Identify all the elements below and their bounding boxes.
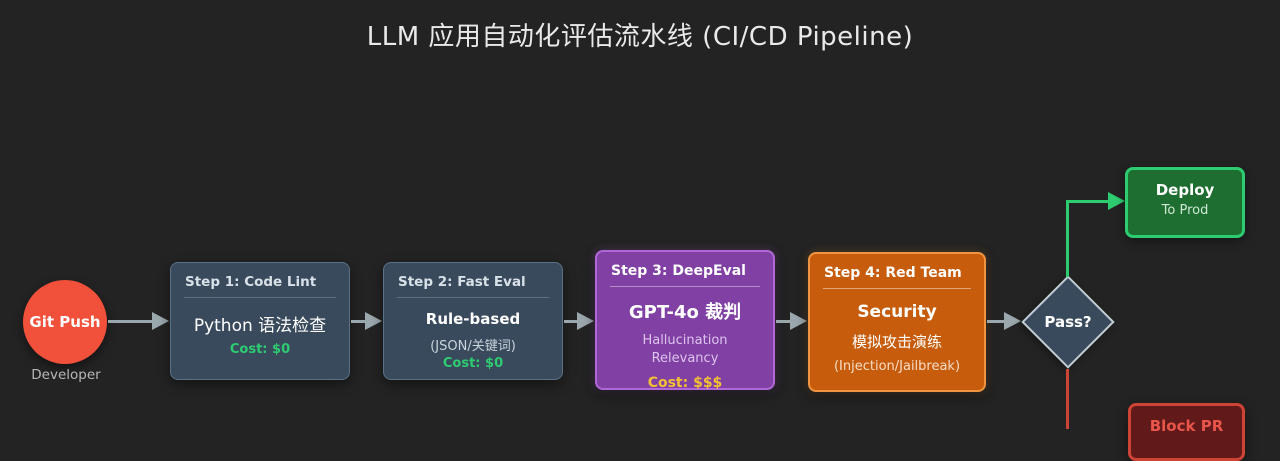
- step1-cost-label: Cost: $0: [229, 342, 291, 357]
- node-step1-code-lint: Step 1: Code Lint Python 语法检查 Cost: $0: [170, 262, 350, 380]
- arrow-line-step4-decision: [987, 320, 1005, 323]
- step4-detail-line2: (Injection/Jailbreak): [833, 359, 961, 374]
- step2-divider: [397, 297, 549, 298]
- start-node-sublabel: Developer: [31, 367, 101, 383]
- start-node-label: Git Push: [29, 313, 101, 331]
- step4-main-label: Security: [857, 302, 937, 322]
- arrow-line-start-step1: [108, 320, 153, 323]
- step4-divider: [823, 288, 971, 289]
- node-step3-deepeval: Step 3: DeepEval GPT-4o 裁判 Hallucination…: [595, 250, 775, 392]
- node-block-pr: Block PR: [1128, 403, 1245, 461]
- step1-main-label: Python 语法检查: [193, 316, 327, 336]
- step3-main-label: GPT-4o 裁判: [628, 302, 742, 323]
- deploy-label: Deploy: [1155, 181, 1215, 199]
- arrow-line-step3-step4: [776, 320, 790, 323]
- arrow-head-start-step1: [152, 312, 169, 330]
- node-deploy: Deploy To Prod: [1125, 167, 1245, 238]
- node-step4-red-team: Step 4: Red Team Security 模拟攻击演练 (Inject…: [808, 252, 986, 392]
- step3-detail-line2: Relevancy: [651, 351, 719, 367]
- step3-detail-line1: Hallucination: [642, 333, 728, 348]
- step3-divider: [610, 286, 760, 287]
- step3-cost-label: Cost: $$$: [647, 375, 723, 392]
- step2-detail-label: (JSON/关键词): [430, 339, 516, 354]
- arrow-head-step2-step3: [577, 312, 594, 330]
- step2-header: Step 2: Fast Eval: [398, 274, 526, 290]
- diagram-title: LLM 应用自动化评估流水线 (CI/CD Pipeline): [366, 22, 914, 52]
- pass-branch-arrow-head: [1108, 192, 1125, 210]
- step3-header: Step 3: DeepEval: [611, 263, 746, 279]
- block-pr-label: Block PR: [1149, 417, 1224, 435]
- fail-branch-line-vertical: [1066, 369, 1069, 429]
- arrow-head-step1-step2: [365, 312, 382, 330]
- step1-divider: [184, 297, 336, 298]
- step2-cost-label: Cost: $0: [442, 356, 504, 371]
- arrow-line-step1-step2: [351, 320, 366, 323]
- step4-detail-line1: 模拟攻击演练: [851, 333, 942, 351]
- step1-header: Step 1: Code Lint: [185, 274, 317, 290]
- step4-header: Step 4: Red Team: [824, 265, 962, 281]
- arrow-head-step3-step4: [790, 312, 807, 330]
- decision-node-pass: Pass?: [1021, 275, 1115, 369]
- start-node-git-push: Git Push: [23, 280, 107, 364]
- step2-main-label: Rule-based: [425, 310, 521, 328]
- node-step2-fast-eval: Step 2: Fast Eval Rule-based (JSON/关键词) …: [383, 262, 563, 380]
- arrow-head-step4-decision: [1004, 312, 1021, 330]
- deploy-sublabel: To Prod: [1161, 203, 1209, 218]
- arrow-line-step2-step3: [564, 320, 578, 323]
- pass-branch-line-horizontal: [1066, 200, 1110, 203]
- pass-branch-line-vertical: [1066, 202, 1069, 277]
- decision-label: Pass?: [1044, 313, 1092, 331]
